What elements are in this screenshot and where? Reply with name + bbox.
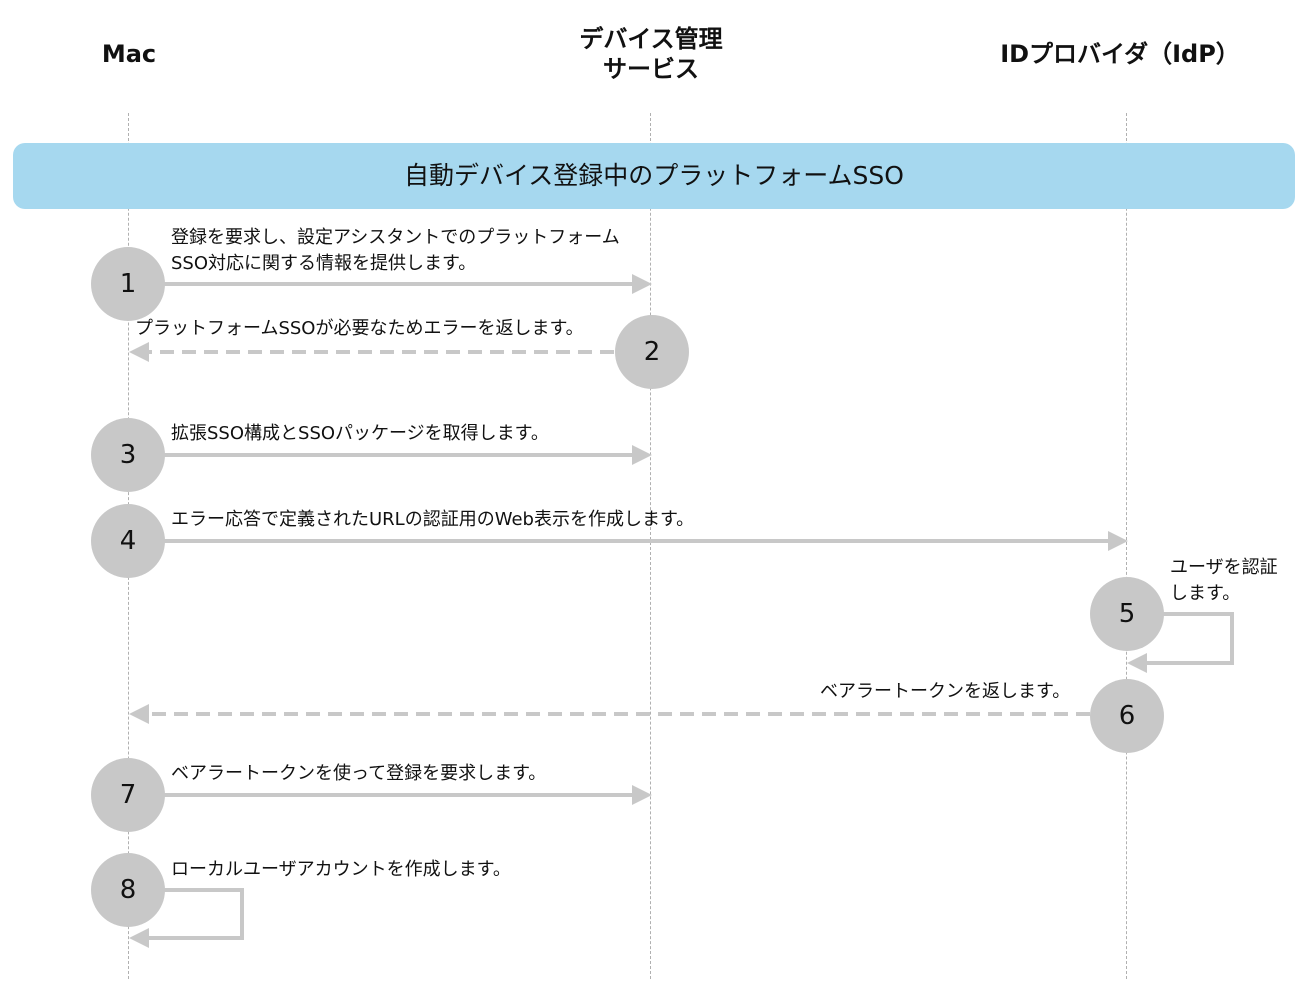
step-5-label-line1: ユーザを認証 (1170, 557, 1278, 578)
column-title-device-management-line2: サービス (603, 55, 699, 83)
arrowhead-step-2 (129, 342, 149, 362)
arrowhead-step-1 (632, 274, 652, 294)
lifeline-device-management (650, 113, 651, 979)
arrowhead-step-6 (129, 704, 149, 724)
step-1-circle: 1 (91, 247, 165, 321)
step-4-label: エラー応答で定義されたURLの認証用のWeb表示を作成します。 (171, 509, 695, 530)
arrowhead-step-8 (129, 928, 149, 948)
step-6-label: ベアラートークンを返します。 (820, 681, 1071, 702)
step-4-circle: 4 (91, 504, 165, 578)
step-3-label: 拡張SSO構成とSSOパッケージを取得します。 (171, 423, 549, 444)
step-5-label: ユーザを認証 します。 (1170, 555, 1278, 607)
phase-banner: 自動デバイス登録中のプラットフォームSSO (13, 143, 1295, 209)
step-5-label-line2: します。 (1170, 583, 1241, 604)
arrowhead-step-7 (632, 785, 652, 805)
step-2-label: プラットフォームSSOが必要なためエラーを返します。 (135, 318, 584, 339)
step-8-circle: 8 (91, 853, 165, 927)
step-1-label-line1: 登録を要求し、設定アシスタントでのプラットフォーム (171, 227, 620, 248)
column-title-device-management-line1: デバイス管理 (579, 25, 723, 53)
step-2-circle: 2 (615, 315, 689, 389)
arrow-step-8 (146, 888, 244, 940)
arrowhead-step-5 (1127, 653, 1147, 673)
arrow-step-5 (1144, 612, 1234, 665)
step-5-circle: 5 (1090, 577, 1164, 651)
column-title-device-management: デバイス管理 サービス (551, 24, 751, 84)
step-1-label: 登録を要求し、設定アシスタントでのプラットフォーム SSO対応に関する情報を提供… (171, 225, 620, 277)
step-6-circle: 6 (1090, 679, 1164, 753)
step-3-circle: 3 (91, 418, 165, 492)
column-title-idp: IDプロバイダ（IdP） (1000, 40, 1240, 68)
step-7-circle: 7 (91, 758, 165, 832)
column-title-mac: Mac (101, 40, 157, 68)
arrowhead-step-4 (1108, 531, 1128, 551)
arrowhead-step-3 (632, 445, 652, 465)
step-7-label: ベアラートークンを使って登録を要求します。 (171, 763, 547, 784)
step-8-label: ローカルユーザアカウントを作成します。 (171, 859, 511, 880)
step-1-label-line2: SSO対応に関する情報を提供します。 (171, 253, 477, 274)
lifeline-idp (1126, 113, 1127, 979)
